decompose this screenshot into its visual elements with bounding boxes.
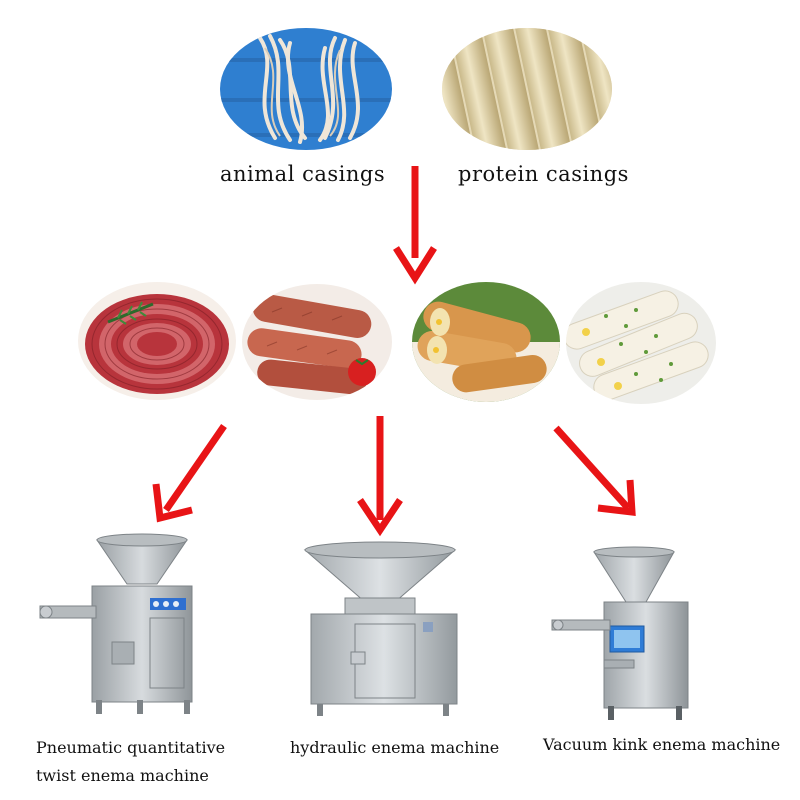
pneumatic-machine-label-line1: Pneumatic quantitative [36,738,226,757]
pneumatic-machine-image [39,533,193,714]
down-arrow-icon-center [357,416,403,537]
down-arrow-icon [393,166,437,285]
hydraulic-machine-image [303,541,458,716]
hydraulic-machine-label: hydraulic enema machine [290,738,500,757]
protein-casings-label: protein casings [458,162,629,186]
animal-casings-image [220,28,392,150]
sausage-image-grilled [242,284,392,400]
sausage-image-coil [78,282,236,400]
sausage-image-corn [412,282,560,402]
vacuum-machine-label: Vacuum kink enema machine [543,735,781,754]
vacuum-machine-image [551,546,689,720]
diagonal-arrow-icon-right [553,425,636,516]
protein-casings-image [442,28,612,150]
diagonal-arrow-icon-left [152,424,227,523]
pneumatic-machine-label-line2: twist enema machine [36,766,209,785]
animal-casings-label: animal casings [220,162,386,186]
sausage-image-vegetable [566,282,716,404]
